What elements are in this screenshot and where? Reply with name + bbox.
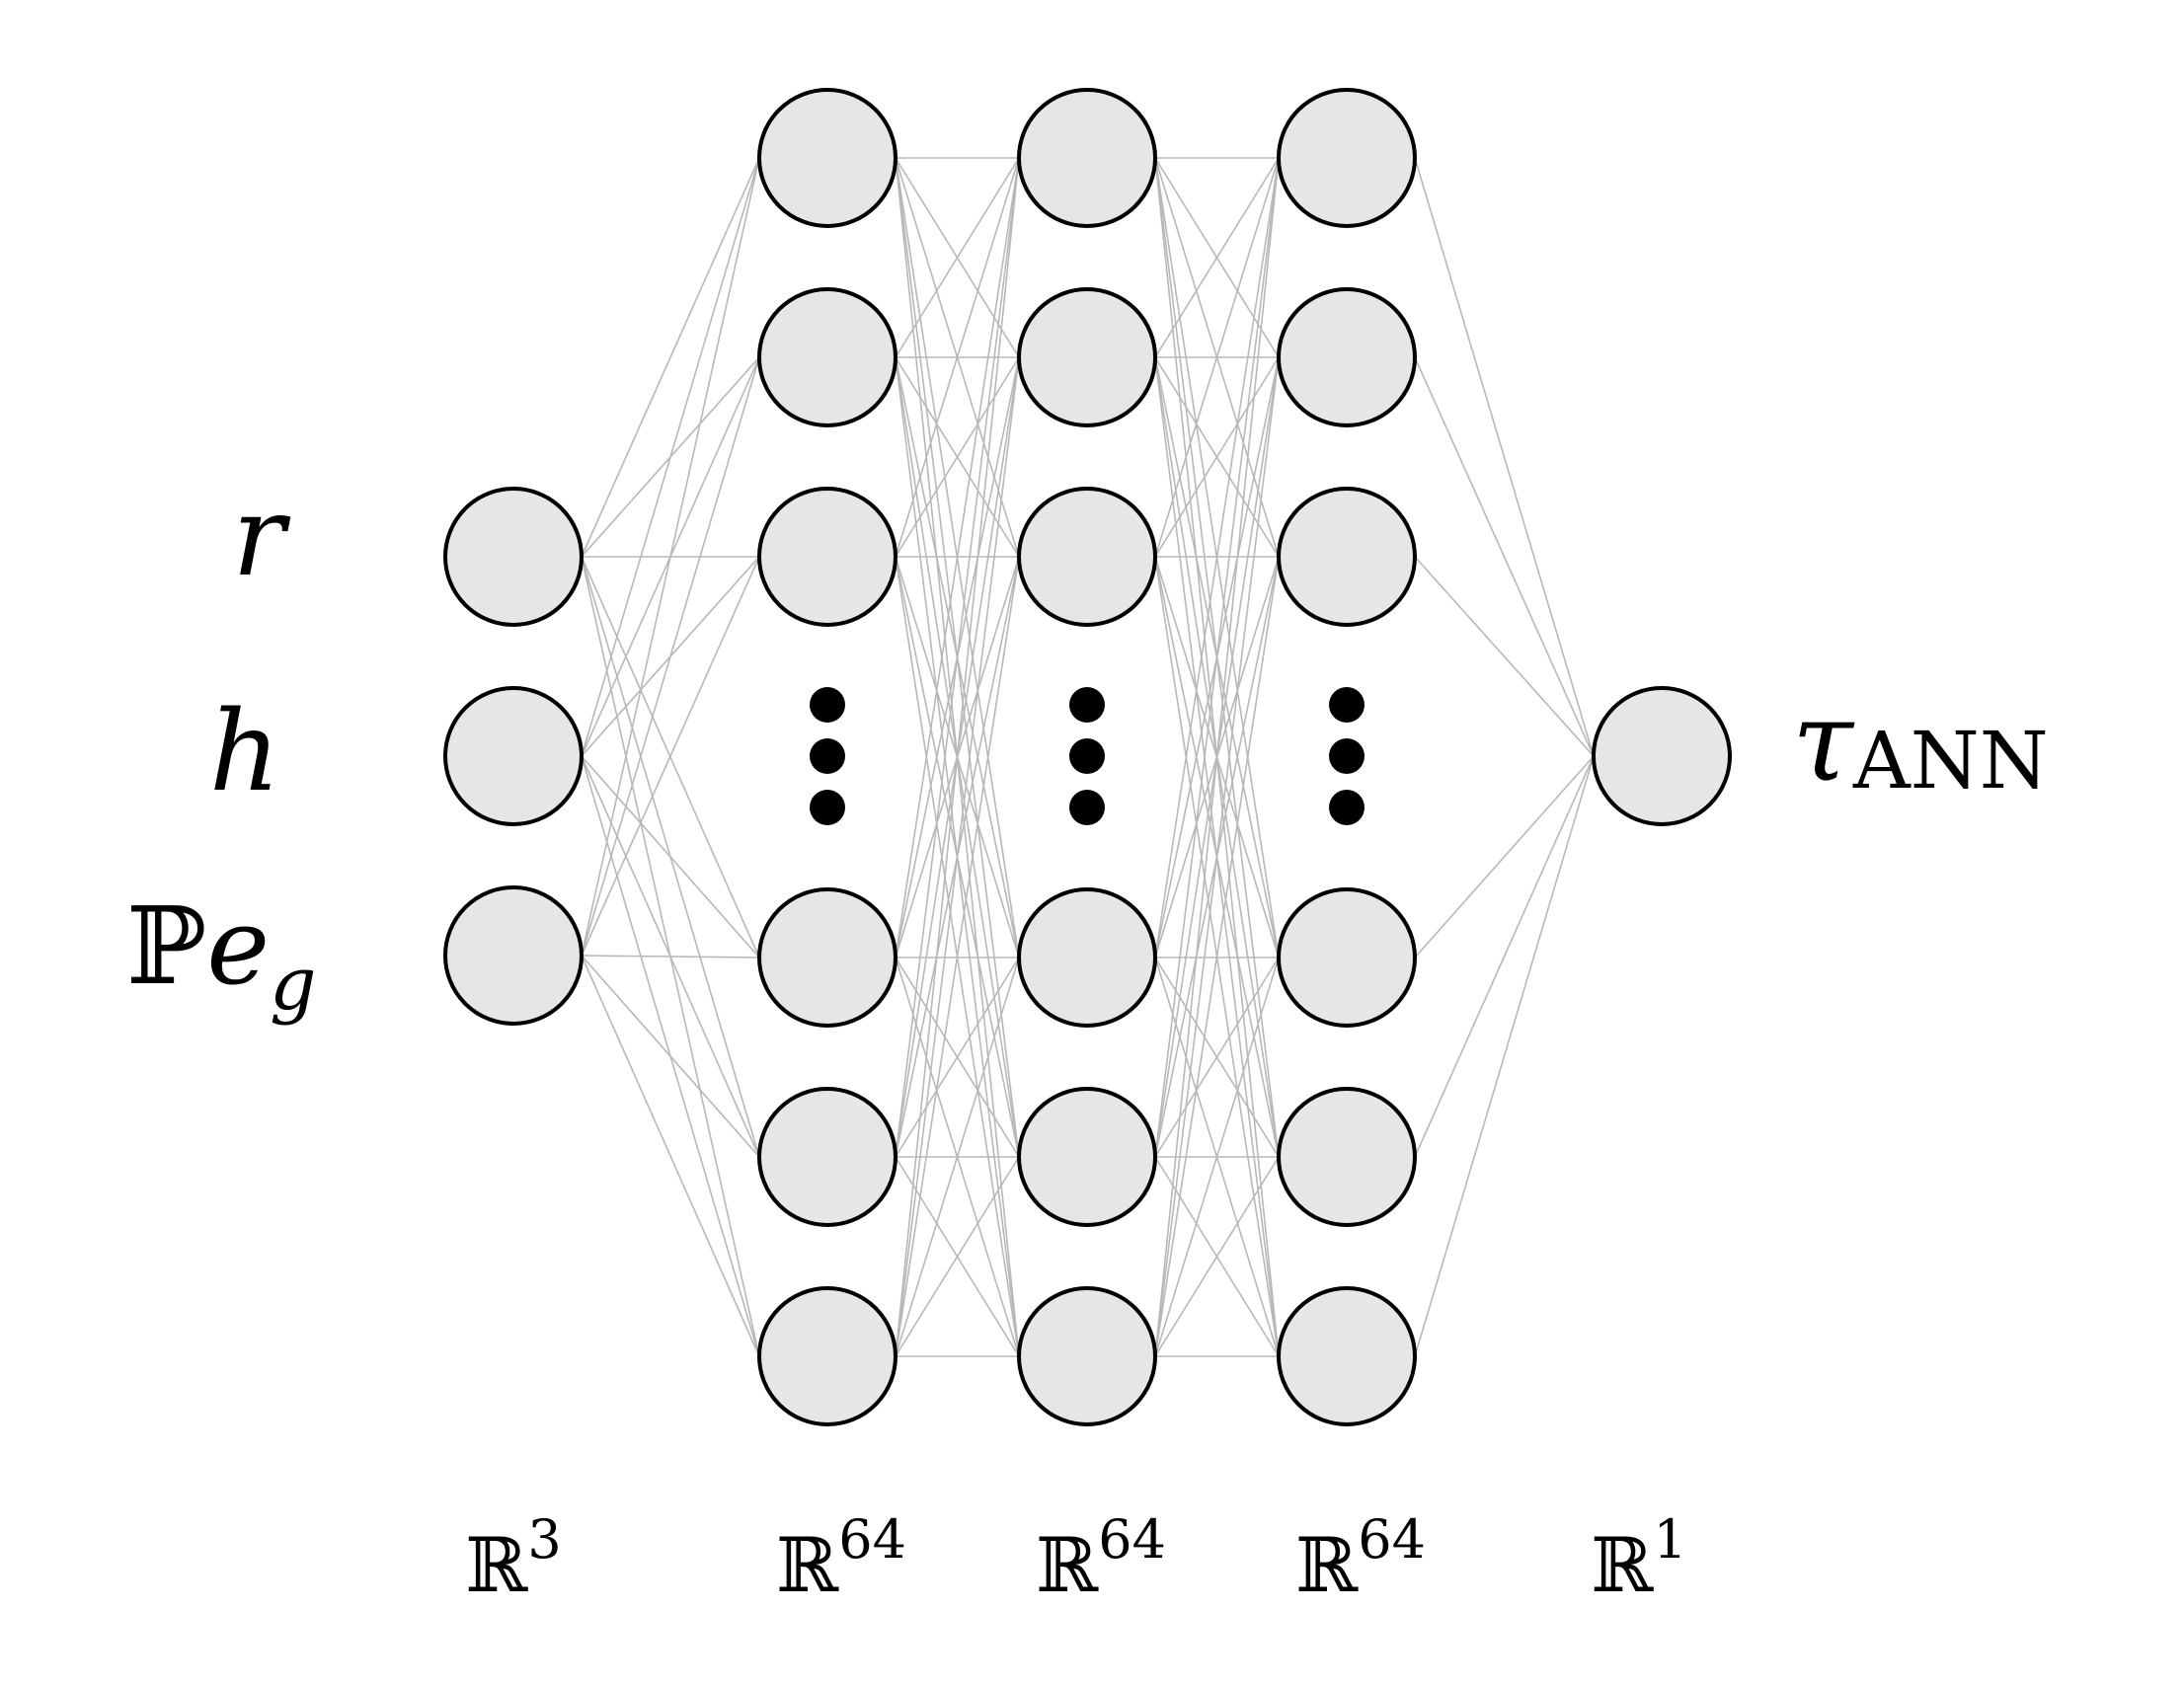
neuron-layer2-1 [1017,287,1157,427]
ellipsis-dot-layer3-0 [1329,687,1365,723]
connection-l1-2-0 [895,157,1020,558]
connection-l2-1-0 [1154,157,1280,358]
connection-l2-5-4 [1154,1156,1280,1357]
layer-dim-exp: 64 [1358,1508,1426,1571]
layer-dim-output: ℝ1 [1591,1508,1687,1609]
neuron-layer3-1 [1277,287,1417,427]
connections [581,157,1595,1357]
connection-l2-5-2 [1154,556,1280,1357]
neuron-layer1-3 [757,887,897,1028]
input-label-h: h [209,688,280,816]
connection-l1-4-3 [895,957,1020,1158]
neuron-layer1-4 [757,1087,897,1227]
neuron-layer2-5 [1017,1286,1157,1426]
layer-dim-exp: 3 [527,1508,561,1571]
connection-l1-3-0 [895,157,1020,959]
connection-l3-1-0 [1414,356,1595,757]
neuron-layer0-2 [443,885,584,1026]
connection-l1-5-2 [895,556,1020,1357]
connection-l3-2-0 [1414,556,1595,757]
neuron-layer1-1 [757,287,897,427]
ellipsis-dot-layer3-1 [1329,738,1365,774]
connection-l2-5-3 [1154,957,1280,1357]
layer-dim-base: ℝ [1591,1521,1654,1609]
ellipsis-dot-layer2-2 [1069,790,1105,825]
connection-l3-5-0 [1414,755,1595,1357]
layer-dim-base: ℝ [776,1521,839,1609]
connection-l0-2-4 [581,955,760,1158]
connection-l1-5-3 [895,957,1020,1357]
neuron-layer3-2 [1277,487,1417,627]
neuron-layer1-5 [757,1286,897,1426]
connection-l1-4-0 [895,157,1020,1158]
connection-l0-2-5 [581,955,760,1357]
neuron-layer2-3 [1017,887,1157,1028]
neurons [443,88,1732,1426]
input-label-peg-sub: g [270,942,316,1027]
ellipsis-dot-layer3-2 [1329,790,1365,825]
connection-l0-1-3 [581,755,760,959]
ellipsis-dot-layer2-0 [1069,687,1105,723]
neuron-layer2-4 [1017,1087,1157,1227]
connection-l2-2-0 [1154,157,1280,558]
connection-l2-5-1 [1154,356,1280,1357]
layer-dim-hidden-1: ℝ64 [776,1508,906,1609]
connection-l3-4-0 [1414,755,1595,1158]
connection-l2-2-1 [1154,356,1280,558]
layer-dim-exp: 64 [838,1508,906,1571]
connection-l1-5-0 [895,157,1020,1357]
ellipsis-dot-layer1-2 [810,790,845,825]
connection-l3-0-0 [1414,157,1595,757]
input-label-r: r [232,473,291,601]
neuron-layer3-0 [1277,88,1417,228]
neuron-layer1-0 [757,88,897,228]
connection-l2-3-0 [1154,157,1280,959]
layer-dim-input: ℝ3 [465,1508,562,1609]
connection-l1-5-4 [895,1156,1020,1357]
connection-l0-2-2 [581,556,760,957]
neuron-layer1-2 [757,487,897,627]
neuron-layer3-5 [1277,1286,1417,1426]
connection-l0-2-1 [581,356,760,957]
input-label-peg-prefix: ℙ [126,885,206,1009]
connection-l1-5-1 [895,356,1020,1357]
connection-l1-2-1 [895,356,1020,558]
connection-l0-1-0 [581,157,760,757]
neuron-layer4-0 [1592,686,1732,826]
neuron-layer2-2 [1017,487,1157,627]
connection-l0-0-0 [581,157,760,558]
layer-dim-exp: 64 [1098,1508,1166,1571]
neuron-layer0-1 [443,686,584,826]
output-label-var: τ [1792,678,1855,806]
layer-dim-base: ℝ [1036,1521,1099,1609]
output-label-sub: ANN [1852,715,2049,806]
connection-l2-5-0 [1154,157,1280,1357]
ellipsis-dot-layer2-1 [1069,738,1105,774]
neuron-layer2-0 [1017,88,1157,228]
layer-dim-base: ℝ [465,1521,528,1609]
connection-l2-4-3 [1154,957,1280,1158]
ellipsis-dot-layer1-0 [810,687,845,723]
connection-l2-4-0 [1154,157,1280,1158]
input-label-peg-var: e [206,885,270,1009]
connection-l3-3-0 [1414,755,1595,959]
connection-l0-2-3 [581,955,760,959]
neuron-layer0-0 [443,487,584,627]
layer-dim-base: ℝ [1295,1521,1359,1609]
neuron-layer3-3 [1277,887,1417,1028]
layer-dim-exp: 1 [1653,1508,1686,1571]
ellipsis-dot-layer1-1 [810,738,845,774]
layer-dim-hidden-3: ℝ64 [1295,1508,1426,1609]
output-label: τANN [1792,678,2049,806]
input-label-peg: ℙeg [126,885,317,1027]
connection-l0-2-0 [581,157,760,957]
layer-dim-hidden-2: ℝ64 [1036,1508,1166,1609]
ellipsis-marks [810,687,1365,825]
neuron-layer3-4 [1277,1087,1417,1227]
connection-l1-1-0 [895,157,1020,358]
